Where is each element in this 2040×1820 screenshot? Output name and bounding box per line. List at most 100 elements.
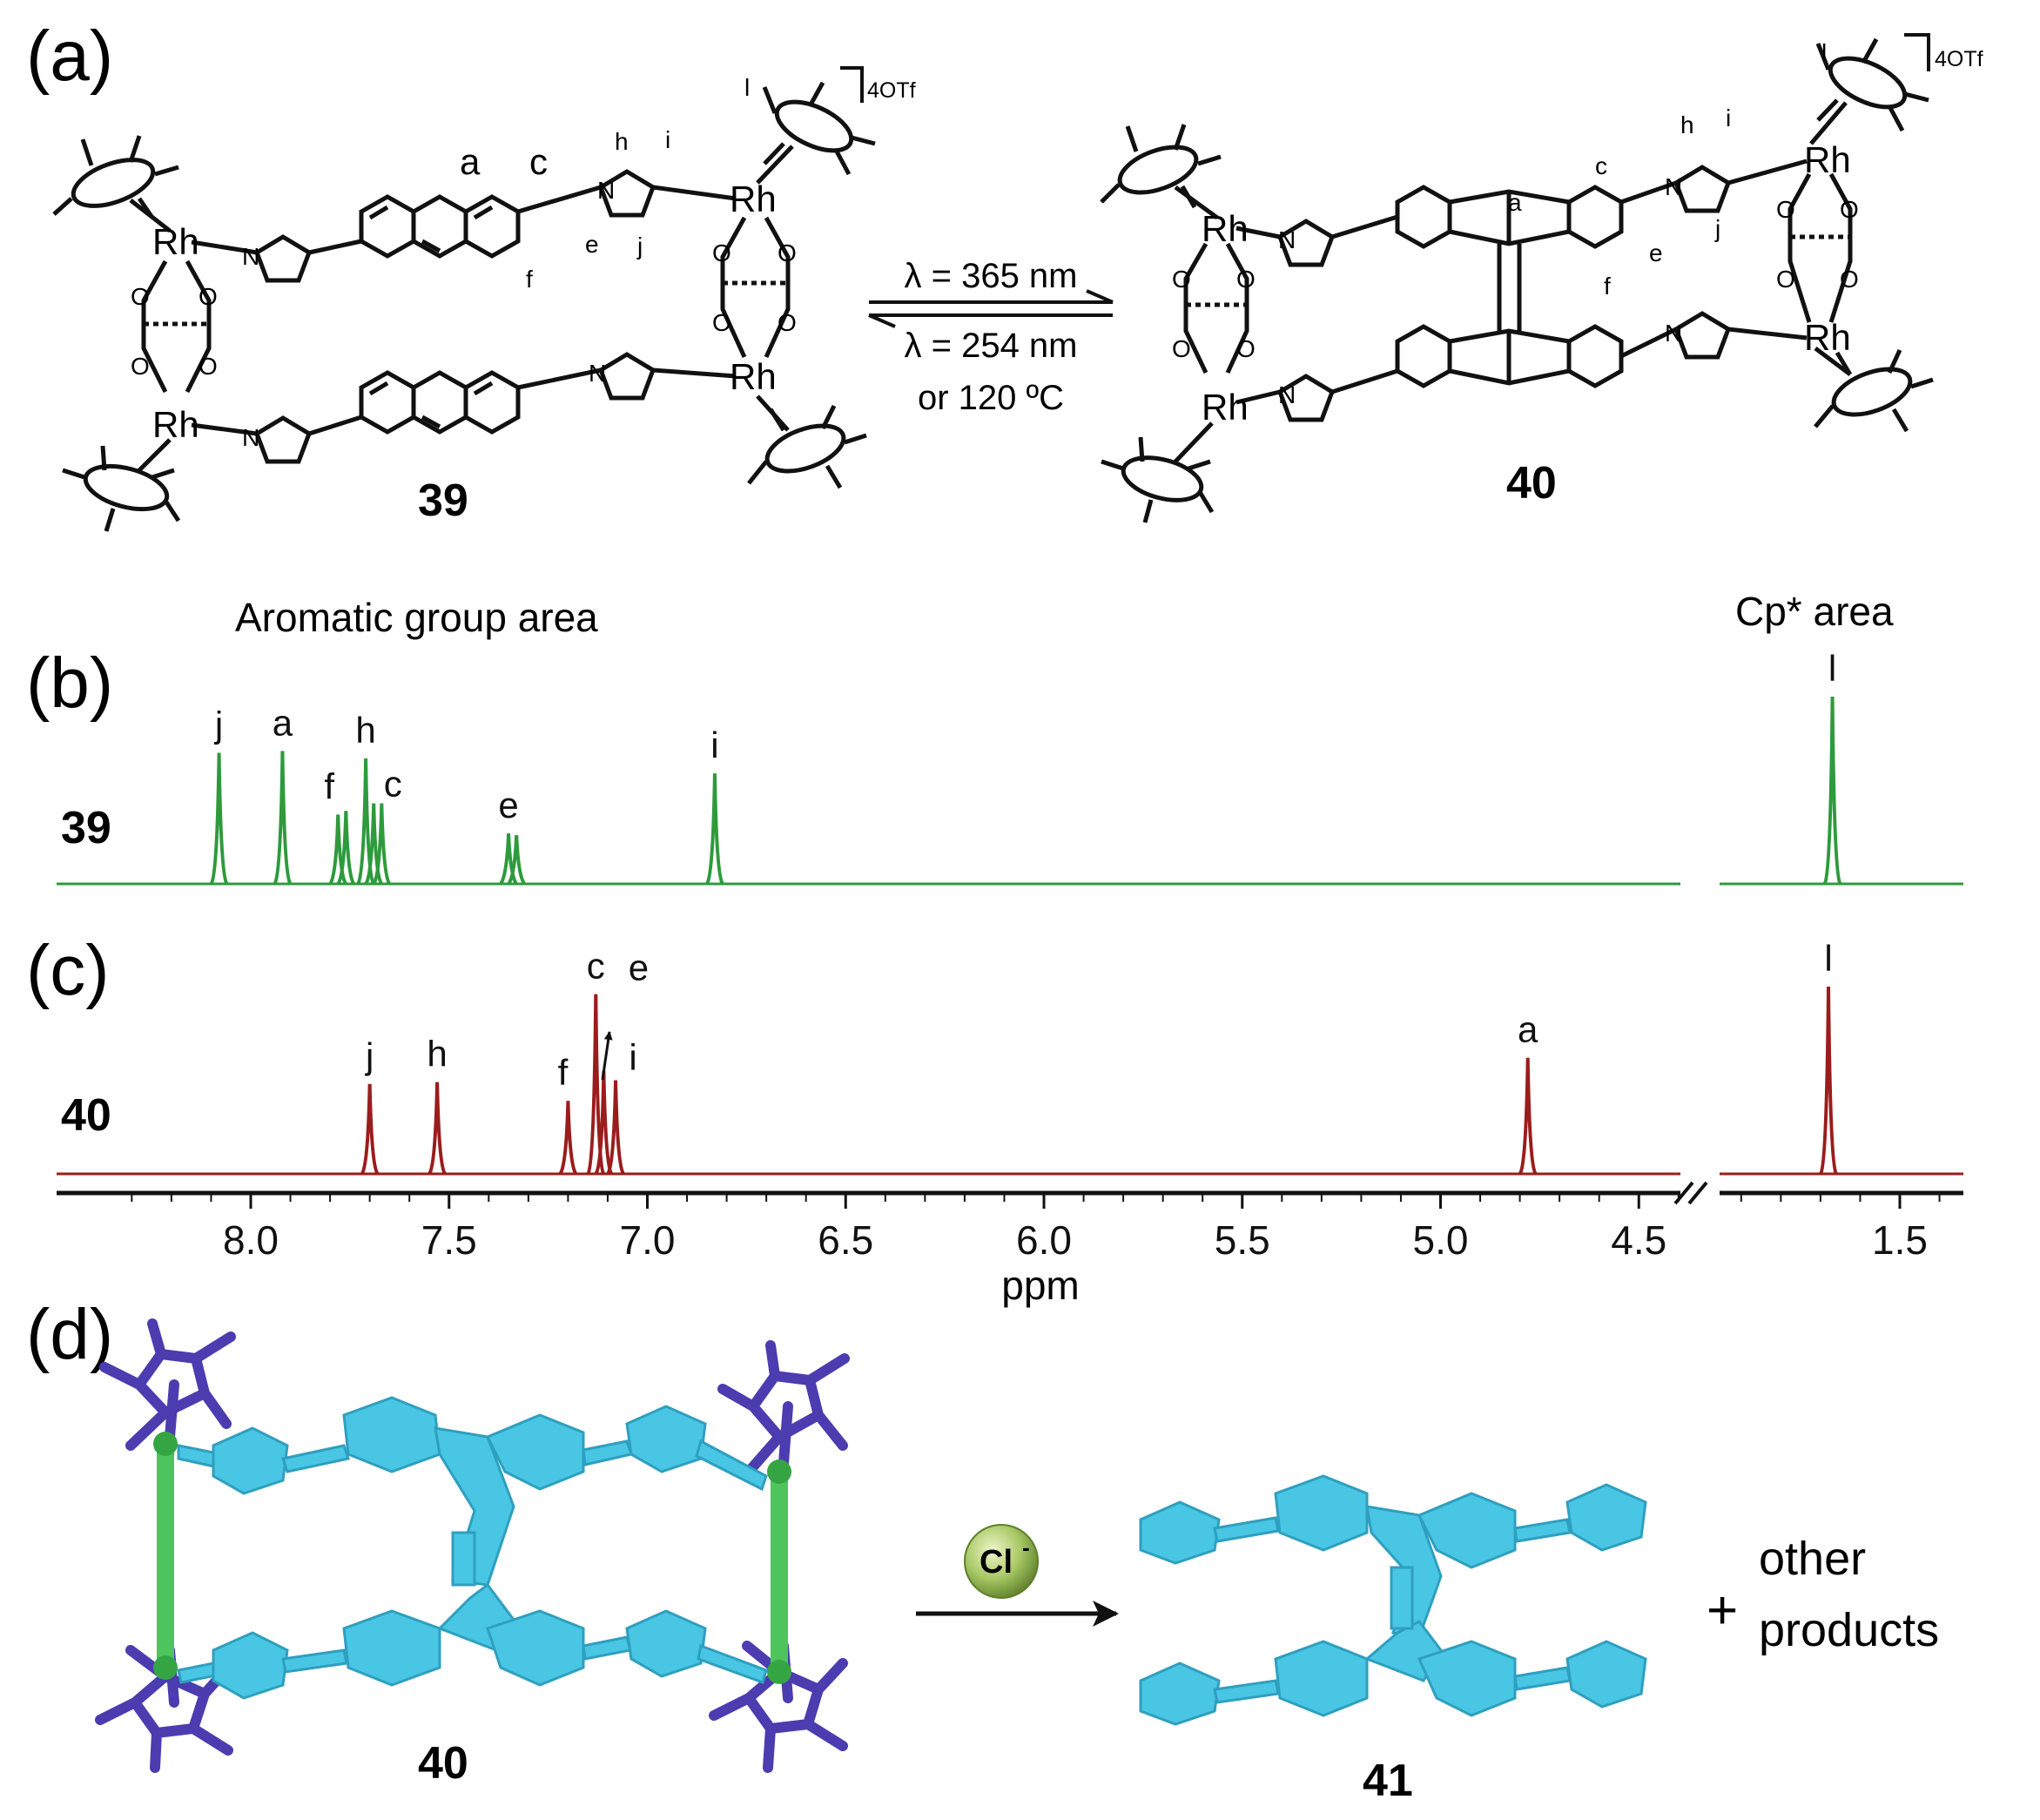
rh-atom: Rh (152, 221, 199, 262)
proton-label-a: a (1508, 189, 1522, 216)
o-atom: O (131, 353, 150, 380)
crystal-structure-40 (95, 1318, 850, 1773)
tick-label: 7.5 (421, 1217, 477, 1263)
forward-condition: λ = 365 nm (904, 257, 1077, 295)
peak-shoulder-39 (336, 811, 356, 886)
peak-label-i-39: i (710, 725, 718, 765)
proton-label-i: i (665, 126, 670, 153)
reaction-arrowhead (1093, 1601, 1119, 1627)
o-atom: O (1840, 196, 1859, 223)
peak-label-j-40: j (364, 1035, 374, 1076)
n-atom: N (242, 424, 259, 451)
o-atom: O (778, 309, 797, 336)
peak-label-j-39: j (213, 704, 223, 745)
peak-label-i-40: i (629, 1037, 636, 1078)
o-atom: O (199, 283, 218, 310)
peak-label-l-40: l (1824, 938, 1832, 979)
tick-label: 6.0 (1016, 1217, 1072, 1263)
peak-label-f-40: f (558, 1052, 569, 1093)
peak-label-a-40: a (1518, 1009, 1538, 1050)
proton-label-f: f (1604, 273, 1611, 300)
proton-label-i: i (1726, 104, 1731, 131)
spectrum-40 (57, 986, 1963, 1176)
other-products-line2: products (1759, 1604, 1939, 1656)
rh-atom: Rh (1202, 208, 1249, 249)
tick-label: 6.5 (818, 1217, 873, 1263)
compound-number-40: 40 (1506, 458, 1557, 509)
crystal-structure-41 (1139, 1474, 1647, 1726)
x-axis-label: ppm (1001, 1263, 1079, 1308)
aromatic-area-header: Aromatic group area (235, 595, 598, 640)
n-atom: N (589, 360, 606, 387)
cp-area-header: Cp* area (1735, 589, 1894, 634)
proton-label-j: j (636, 233, 643, 260)
plus-sign: + (1707, 1581, 1738, 1641)
panel-label-c: (c) (26, 931, 110, 1010)
rh-atom: Rh (730, 179, 777, 219)
n-atom: N (1278, 226, 1296, 253)
rh-atom: Rh (1804, 139, 1851, 180)
compound-number-41: 41 (1363, 1756, 1413, 1806)
tick-label: 5.5 (1215, 1217, 1270, 1263)
o-atom: O (1236, 335, 1256, 362)
spectrum-label-40: 40 (61, 1090, 111, 1141)
rh-atom: Rh (152, 404, 199, 445)
n-atom: N (1278, 381, 1296, 408)
peak-shoulder-39 (507, 835, 526, 886)
peak-label-c-39: c (384, 764, 402, 805)
charge-label: 4OTf (867, 78, 916, 103)
proton-label-h: h (615, 128, 629, 155)
rh-atom: Rh (1202, 387, 1249, 428)
reagent-cl: Cl (980, 1544, 1013, 1581)
peak-j-39 (209, 752, 229, 886)
peak-label-h-40: h (427, 1034, 447, 1075)
peak-label-h-39: h (355, 710, 375, 751)
compound-39-structure (52, 81, 876, 532)
tick-label: 8.0 (223, 1217, 279, 1263)
o-atom: O (1172, 335, 1191, 362)
peak-l-40 (1819, 986, 1838, 1176)
peak-a-39 (273, 751, 293, 886)
n-atom: N (242, 243, 259, 270)
compound-40-structure (1100, 37, 1934, 523)
peak-l-39 (1822, 696, 1842, 886)
n-atom: N (1665, 320, 1682, 347)
peak-label-e-40: e (629, 947, 649, 988)
tick-label: 7.0 (620, 1217, 676, 1263)
o-atom: O (199, 353, 218, 380)
tick-label: 4.5 (1611, 1217, 1666, 1263)
o-atom: O (1776, 196, 1795, 223)
rh-atom: Rh (1804, 317, 1851, 358)
panel-label-d: (d) (26, 1295, 113, 1374)
proton-label-c: c (1595, 152, 1607, 179)
proton-label-c: c (529, 141, 548, 182)
peak-i-40 (606, 1080, 625, 1176)
charge-bracket (1904, 33, 1930, 71)
o-atom: O (712, 309, 731, 336)
panel-label-b: (b) (26, 644, 113, 723)
proton-label-a: a (460, 141, 481, 182)
equilibrium-arrows (868, 289, 1114, 328)
tick-label: 5.0 (1413, 1217, 1469, 1263)
spectrum-label-39: 39 (61, 803, 111, 853)
o-atom: O (712, 239, 731, 266)
reverse-condition-2: or 120 ºC (918, 379, 1064, 417)
peak-label-f-39: f (324, 765, 334, 806)
peak-shoulder-39 (372, 803, 392, 886)
charge-label: 4OTf (1935, 47, 1983, 71)
proton-label-e: e (585, 231, 599, 258)
o-atom: O (1776, 266, 1795, 293)
peak-e-pointer-arrow (601, 1031, 613, 1081)
n-atom: N (597, 177, 615, 204)
peak-a-40 (1518, 1057, 1538, 1176)
o-atom: O (1172, 266, 1191, 293)
peak-h-40 (428, 1082, 447, 1176)
o-atom: O (131, 283, 150, 310)
peak-f-40 (558, 1101, 578, 1176)
reverse-condition-1: λ = 254 nm (904, 327, 1077, 365)
compound-number-39: 39 (418, 475, 468, 526)
reagent-charge: - (1022, 1534, 1030, 1560)
n-atom: N (1665, 173, 1682, 200)
